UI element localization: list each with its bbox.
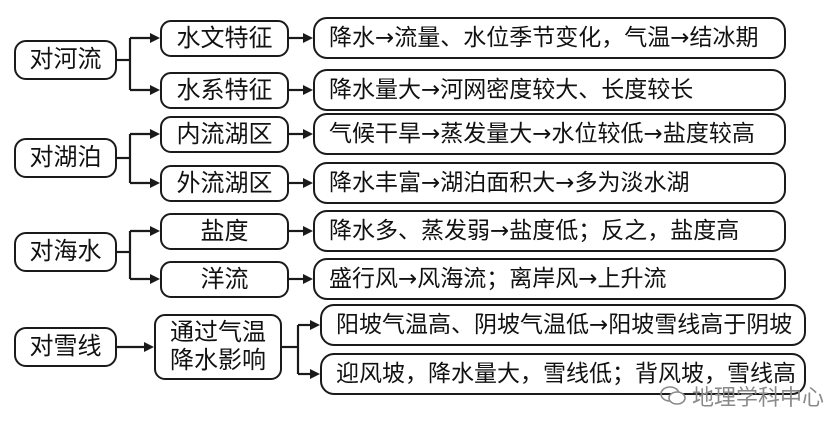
factor-line-2: 降水影响 [170,346,266,374]
category-lake: 对湖泊 [14,138,117,178]
result-hydrology: 降水→流量、水位季节变化，气温→结冰期 [313,17,786,59]
factor-temperature-precipitation: 通过气温 降水影响 [154,314,282,380]
result-salinity: 降水多、蒸发弱→盐度低；反之，盐度高 [313,210,786,252]
branch-outflow-lake: 外流湖区 [160,165,289,202]
wechat-icon [660,386,686,405]
result-inland-lake: 气候干旱→蒸发量大→水位较低→盐度较高 [313,113,786,155]
result-windward-slope: 迎风坡，降水量大，雪线低；背风坡，雪线高 [320,353,806,395]
branch-inland-lake: 内流湖区 [160,116,289,153]
branch-drainage: 水系特征 [160,72,289,109]
branch-hydrology: 水文特征 [160,20,289,57]
watermark-text: 地理学科中心 [692,386,825,411]
result-ocean-current: 盛行风→风海流；离岸风→上升流 [313,258,786,300]
category-snowline: 对雪线 [14,327,117,367]
factor-line-1: 通过气温 [170,318,266,347]
watermark: 地理学科中心 [660,380,824,412]
result-outflow-lake: 降水丰富→湖泊面积大→多为淡水湖 [313,162,786,204]
result-drainage: 降水量大→河网密度较大、长度较长 [313,69,786,111]
result-sunny-slope: 阳坡气温高、阴坡气温低→阳坡雪线高于阴坡 [320,304,806,346]
branch-salinity: 盐度 [160,213,289,250]
category-seawater: 对海水 [14,232,117,272]
branch-ocean-current: 洋流 [160,261,289,298]
category-river: 对河流 [14,40,117,80]
